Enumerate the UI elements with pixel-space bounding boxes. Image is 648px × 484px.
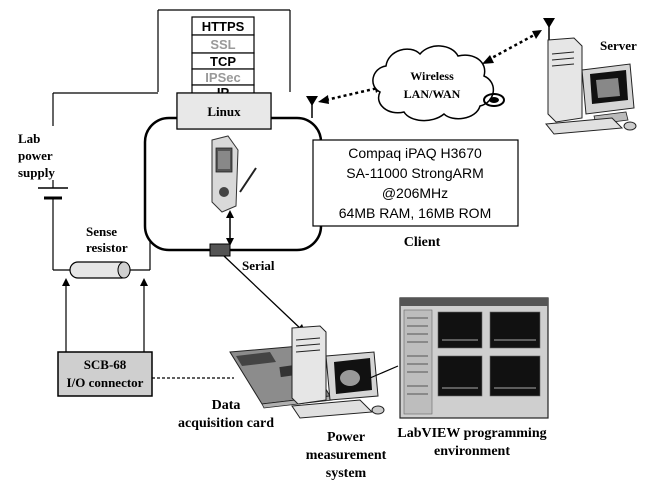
sense-resistor-label-2: resistor	[86, 240, 128, 255]
wireless-cloud: Wireless LAN/WAN	[372, 45, 505, 122]
daq-label-1: Data	[212, 398, 241, 413]
stack-layer-https-label: HTTPS	[202, 19, 245, 34]
pda-device-image	[211, 135, 257, 213]
labview-pointer	[369, 365, 399, 379]
serial-cable	[223, 255, 303, 331]
device-info-line1: Compaq iPAQ H3670	[348, 145, 482, 161]
stack-layer-tcp-label: TCP	[210, 54, 236, 69]
client-label: Client	[404, 235, 441, 250]
daq-label-2: acquisition card	[178, 416, 274, 431]
device-info-line2: SA-11000 StrongARM	[346, 165, 483, 181]
power-supply-label-3: supply	[18, 165, 55, 180]
connector-label-1: SCB-68	[84, 357, 127, 372]
power-measurement-computer-image	[291, 325, 385, 419]
os-label-overlay: Linux	[207, 104, 241, 119]
device-info-line3: @206MHz	[382, 185, 448, 201]
sense-resistor-icon	[69, 261, 131, 279]
power-supply-battery-icon	[38, 180, 68, 212]
sense-resistor-label-1: Sense	[86, 224, 117, 239]
power-supply-label-1: Lab	[18, 131, 40, 146]
cloud-label-line1: Wireless	[410, 69, 454, 83]
server-computer-image	[545, 37, 637, 135]
stack-layer-ipsec-label: IPSec	[205, 70, 240, 85]
server-antenna-icon	[543, 18, 555, 40]
wireless-link-client	[325, 86, 379, 102]
io-connector-box	[57, 351, 153, 397]
labview-label-1: LabVIEW programming	[397, 426, 546, 441]
stack-layer-ssl-label: SSL	[210, 37, 235, 52]
labview-screenshot-image	[399, 297, 549, 419]
serial-port	[209, 243, 231, 257]
power-system-label-2: measurement	[306, 448, 387, 463]
power-system-label-3: system	[326, 466, 367, 481]
server-label: Server	[600, 38, 637, 53]
serial-label: Serial	[242, 258, 275, 273]
device-info-line4: 64MB RAM, 16MB ROM	[339, 205, 491, 221]
power-system-label-1: Power	[327, 430, 365, 445]
cloud-label-line2: LAN/WAN	[404, 87, 461, 101]
device-info-box	[312, 139, 519, 227]
power-supply-label-2: power	[18, 148, 53, 163]
client-antenna-icon	[306, 96, 318, 118]
connector-label-2: I/O connector	[67, 375, 144, 390]
wireless-link-server	[487, 32, 537, 62]
labview-label-2: environment	[434, 444, 510, 459]
